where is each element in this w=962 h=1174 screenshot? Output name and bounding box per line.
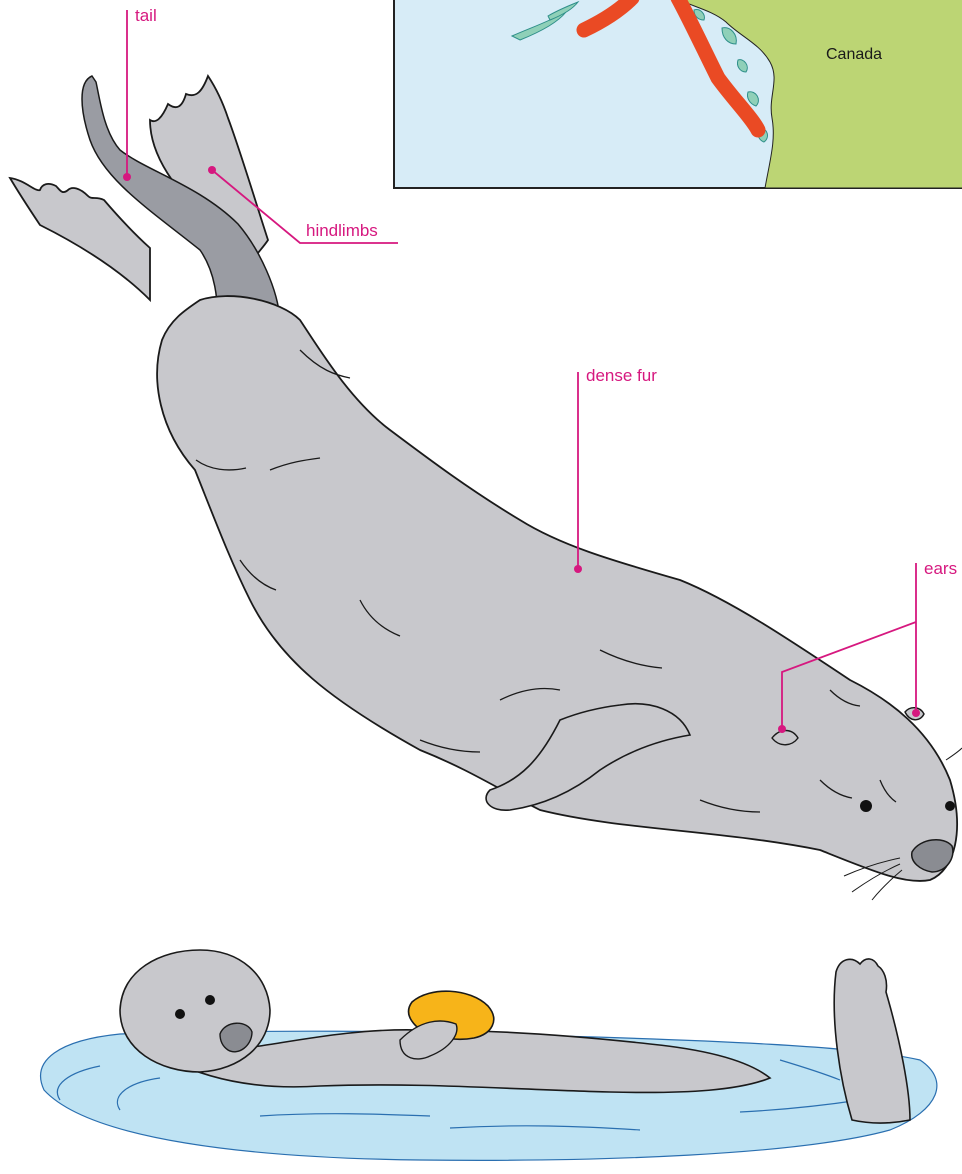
range-map bbox=[394, 0, 962, 188]
map-country-label: Canada bbox=[826, 46, 882, 64]
right-eye bbox=[945, 801, 955, 811]
tail-leader-dot bbox=[123, 173, 131, 181]
floating-otter bbox=[41, 950, 937, 1160]
dense-fur-leader-dot bbox=[574, 565, 582, 573]
floating-otter-eye-left bbox=[175, 1009, 185, 1019]
left-ear-leader-dot bbox=[778, 725, 786, 733]
raised-hind-flipper bbox=[834, 959, 910, 1123]
floating-otter-eye-right bbox=[205, 995, 215, 1005]
left-eye bbox=[860, 800, 872, 812]
label-ears: ears bbox=[924, 559, 957, 579]
diving-otter bbox=[10, 76, 962, 900]
floating-otter-head bbox=[120, 950, 270, 1072]
label-hindlimbs: hindlimbs bbox=[306, 221, 378, 241]
label-dense-fur: dense fur bbox=[586, 366, 657, 386]
right-ear-leader-dot bbox=[912, 709, 920, 717]
hindlimbs-leader-dot bbox=[208, 166, 216, 174]
label-tail: tail bbox=[135, 6, 157, 26]
left-hind-flipper bbox=[10, 178, 150, 300]
